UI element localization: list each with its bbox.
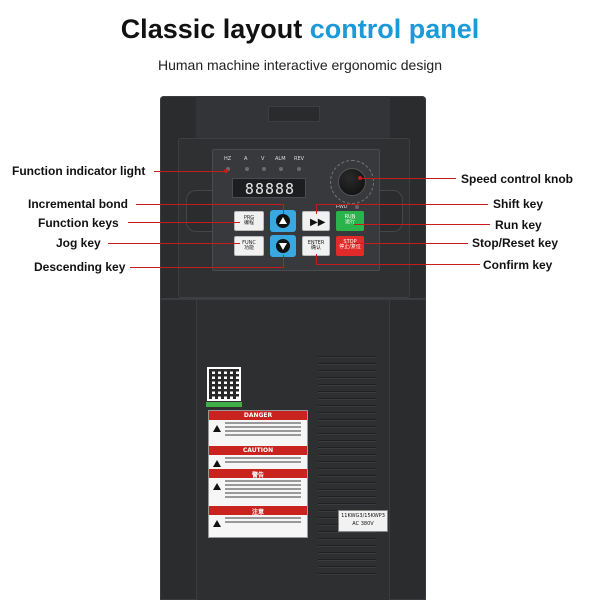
page-title: Classic layout control panel xyxy=(0,14,600,45)
indicator-labels: HZ A V ALM REV xyxy=(222,156,322,166)
indicator-v: V xyxy=(261,156,265,162)
callout-descending-key: Descending key xyxy=(34,260,126,274)
callout-line-stop xyxy=(354,243,468,244)
indicator-a: A xyxy=(244,156,248,162)
callout-line-shift xyxy=(316,204,488,205)
stop-reset-key[interactable]: STOP 停止/复位 xyxy=(336,236,364,256)
cover-split-line xyxy=(160,298,426,300)
callout-line-shift-v xyxy=(316,204,317,214)
callout-line-confirm-v xyxy=(316,254,317,264)
led-rev xyxy=(297,167,301,171)
cn-warning-text-block xyxy=(209,480,307,506)
callout-run-key: Run key xyxy=(495,218,542,232)
display-readout: 88888 xyxy=(244,180,296,198)
callout-line-incremental-v xyxy=(283,204,284,214)
indicator-alm: ALM xyxy=(275,156,286,162)
callout-line-knob xyxy=(360,178,456,179)
callout-line-indicator xyxy=(154,171,226,172)
enter-key-label: ENTER xyxy=(307,240,325,246)
callout-line-confirm xyxy=(316,264,480,265)
rating-label: 11KWG3/15KWP3 AC 380V xyxy=(338,510,388,532)
warning-triangle-icon xyxy=(213,483,221,490)
ventilation-grille xyxy=(318,356,376,580)
run-key[interactable]: RUN 运行 xyxy=(336,211,364,231)
page-subtitle: Human machine interactive ergonomic desi… xyxy=(157,57,443,73)
qr-caption xyxy=(206,402,242,407)
led-alm xyxy=(279,167,283,171)
callout-line-descending-v xyxy=(283,255,284,267)
run-key-sublabel: 运行 xyxy=(344,219,355,225)
func-key-sublabel: 功能 xyxy=(243,245,254,251)
prg-key[interactable]: PRG 编程 xyxy=(234,211,264,231)
stop-key-sublabel: 停止/复位 xyxy=(339,244,361,250)
callout-function-keys: Function keys xyxy=(38,216,119,230)
run-key-label: RUN xyxy=(344,214,356,220)
rating-model: 11KWG3/15KWP3 xyxy=(341,513,385,519)
fast-forward-icon: ▶▶ xyxy=(310,217,326,228)
prg-key-label: PRG xyxy=(243,215,255,221)
speed-control-knob[interactable] xyxy=(338,168,366,196)
enter-key-sublabel: 确认 xyxy=(310,245,321,251)
cn-warning-header: 警告 xyxy=(209,469,307,479)
led-hz xyxy=(226,167,230,171)
callout-line-jog xyxy=(108,243,240,244)
callout-line-incremental xyxy=(136,204,284,205)
down-key[interactable] xyxy=(270,235,296,257)
prg-key-sublabel: 编程 xyxy=(243,220,254,226)
callout-dot-indicator xyxy=(224,169,228,173)
up-key[interactable] xyxy=(270,210,296,232)
func-key[interactable]: FUNC 功能 xyxy=(234,236,264,256)
func-key-label: FUNC xyxy=(242,240,256,246)
cn-notice-text-block xyxy=(209,517,307,531)
callout-speed-control-knob: Speed control knob xyxy=(461,172,574,186)
indicator-rev: REV xyxy=(294,156,305,162)
caution-header: CAUTION xyxy=(209,446,307,455)
cn-notice-header: 注意 xyxy=(209,506,307,516)
fwd-led xyxy=(355,205,359,209)
led-v xyxy=(262,167,266,171)
callout-line-function xyxy=(128,222,240,223)
danger-text-block xyxy=(209,422,307,446)
rating-voltage: AC 380V xyxy=(352,521,374,527)
qr-code-icon xyxy=(207,367,241,401)
caution-text-block xyxy=(209,457,307,469)
stop-key-label: STOP xyxy=(343,239,357,245)
danger-header: DANGER xyxy=(209,411,307,420)
fwd-label: FWD xyxy=(336,204,348,210)
callout-stop-reset-key: Stop/Reset key xyxy=(472,236,559,250)
callout-jog-key: Jog key xyxy=(56,236,101,250)
callout-dot-knob xyxy=(358,176,362,180)
warning-triangle-icon xyxy=(213,425,221,432)
knob-scale xyxy=(330,160,374,204)
up-arrow-icon xyxy=(276,214,290,228)
top-inset xyxy=(268,106,320,122)
down-arrow-icon xyxy=(276,239,290,253)
indicator-hz: HZ xyxy=(224,156,232,162)
led-a xyxy=(245,167,249,171)
led-display: 88888 xyxy=(232,178,306,198)
warning-triangle-icon xyxy=(213,460,221,467)
callout-incremental-bond: Incremental bond xyxy=(28,197,129,211)
callout-confirm-key: Confirm key xyxy=(483,258,553,272)
warning-label: DANGER CAUTION 警告 注意 xyxy=(208,410,308,538)
callout-shift-key: Shift key xyxy=(493,197,544,211)
enter-key[interactable]: ENTER 确认 xyxy=(302,236,330,256)
callout-line-descending xyxy=(130,267,284,268)
callout-function-indicator-light: Function indicator light xyxy=(12,164,146,178)
warning-triangle-icon xyxy=(213,520,221,527)
title-accent: control panel xyxy=(309,14,480,44)
shift-key[interactable]: ▶▶ xyxy=(302,211,330,231)
title-main: Classic layout xyxy=(120,14,303,44)
callout-line-run xyxy=(354,224,490,225)
